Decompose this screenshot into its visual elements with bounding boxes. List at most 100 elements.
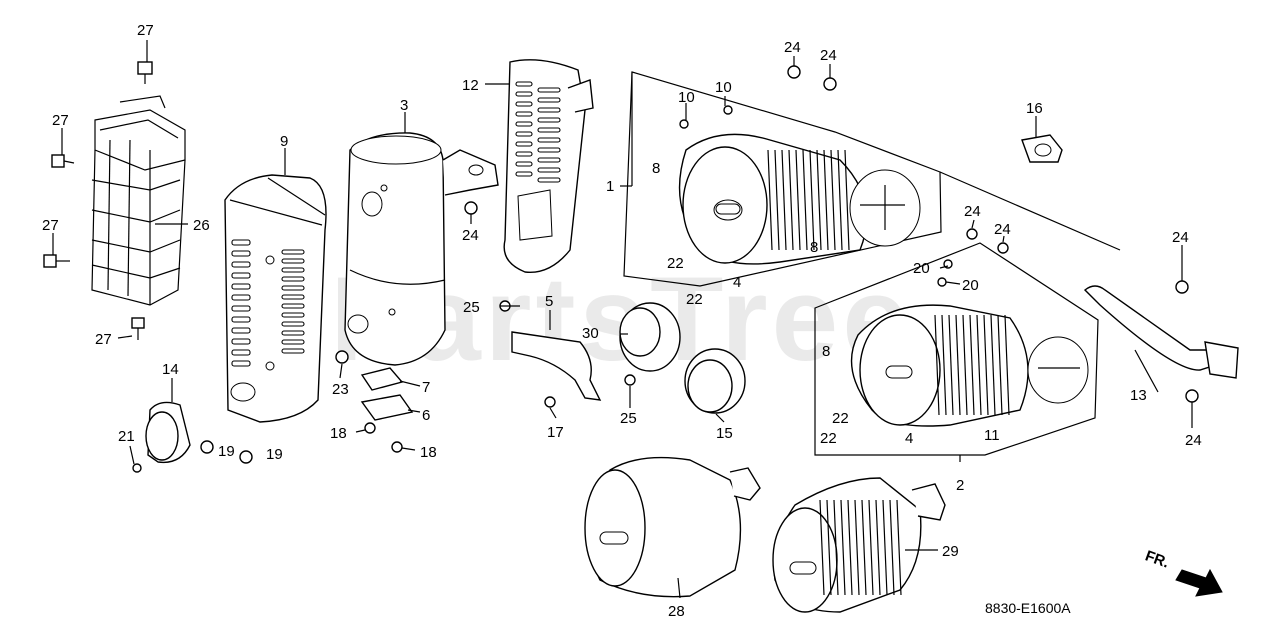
cooling-fin (969, 314, 975, 416)
vent-slot (537, 107, 561, 113)
bolt-27-left-lower (43, 254, 70, 268)
vent-slot (515, 111, 533, 117)
callout-11: 11 (984, 427, 1000, 444)
cap-30 (619, 302, 681, 372)
cooling-fin (854, 499, 860, 596)
cap-15 (684, 348, 746, 414)
nut-24-2a (966, 228, 978, 240)
callout-6: 6 (422, 407, 430, 424)
cooling-fin (875, 499, 881, 596)
vent-slot (231, 360, 251, 367)
nut-24-1b (823, 77, 837, 91)
cooling-fin (983, 314, 989, 416)
tail-pipe-13 (1083, 285, 1239, 379)
vent-slot (515, 141, 533, 147)
callout-9: 9 (280, 133, 288, 150)
vent-slot (537, 177, 561, 183)
cooling-fin (962, 314, 968, 416)
callout-25: 25 (463, 299, 480, 316)
screw-20-b (937, 277, 947, 287)
cooling-fin (955, 314, 961, 416)
band-5 (511, 331, 602, 401)
nut-24-pipe-a (1175, 280, 1189, 294)
vent-slot (231, 250, 251, 257)
end-cap-14 (145, 401, 191, 464)
vent-slot (537, 147, 561, 153)
vent-slot (231, 349, 251, 356)
callout-19: 19 (266, 446, 283, 463)
callout-12: 12 (462, 77, 479, 94)
vent-slot (231, 272, 251, 279)
callout-22: 22 (686, 291, 703, 308)
callout-26: 26 (193, 217, 210, 234)
cooling-fin (781, 149, 787, 251)
bolt-27-left-upper (51, 154, 75, 168)
callout-8: 8 (822, 343, 830, 360)
vent-slot (281, 258, 305, 264)
vent-slot (515, 131, 533, 137)
vent-slot (515, 101, 533, 107)
nut-23 (335, 350, 349, 364)
vent-slot (281, 294, 305, 300)
bolt-18-b (391, 441, 403, 453)
bolt-18-a (364, 422, 376, 434)
bolt-17 (544, 396, 556, 408)
cooling-fin (809, 149, 815, 251)
callout-3: 3 (400, 97, 408, 114)
vent-slot (281, 339, 305, 345)
callout-4: 4 (733, 274, 741, 291)
vent-slot (231, 294, 251, 301)
vent-slot (515, 161, 533, 167)
cooling-fin (868, 499, 874, 596)
vent-slot (231, 338, 251, 345)
vent-slot (537, 167, 561, 173)
vent-slot (231, 327, 251, 334)
cooling-fin (861, 499, 867, 596)
callout-7: 7 (422, 379, 430, 396)
vent-slot (515, 121, 533, 127)
screw-25-bottom (624, 374, 636, 386)
vent-slot (281, 285, 305, 291)
callout-20: 20 (913, 260, 930, 277)
leader-lines (52, 40, 1193, 599)
callout-21: 21 (118, 428, 135, 445)
cooling-fin (774, 149, 780, 251)
cooling-fin (847, 499, 853, 596)
callout-27: 27 (42, 217, 59, 234)
callout-30: 30 (582, 325, 599, 342)
callout-8: 8 (652, 160, 660, 177)
callout-22: 22 (667, 255, 684, 272)
callout-18: 18 (330, 425, 347, 442)
callout-20: 20 (962, 277, 979, 294)
cooling-fin (990, 314, 996, 416)
vent-slot (537, 137, 561, 143)
vent-slot (231, 261, 251, 268)
cooling-fin (767, 149, 773, 251)
vent-slot (515, 91, 533, 97)
spark-arrester-muffler-assy-1 (620, 71, 1121, 287)
callout-24: 24 (1172, 229, 1189, 246)
callout-22: 22 (832, 410, 849, 427)
callout-24: 24 (784, 39, 801, 56)
vent-slot (515, 81, 533, 87)
cooling-fin (934, 314, 940, 416)
callout-29: 29 (942, 543, 959, 560)
vent-slot (231, 283, 251, 290)
cooling-fin (830, 149, 836, 251)
cooling-fin (802, 149, 808, 251)
callout-25: 25 (620, 410, 637, 427)
callouts: 27 27 27 27 26 9 3 24 12 1 8 10 10 24 24… (42, 22, 1202, 620)
cooling-fin (1004, 314, 1010, 416)
vent-slot (515, 151, 533, 157)
callout-10: 10 (678, 89, 695, 106)
callout-23: 23 (332, 381, 349, 398)
callout-27: 27 (52, 112, 69, 129)
front-direction-arrow: FR. (1143, 547, 1223, 597)
vent-slot (537, 87, 561, 93)
callout-13: 13 (1130, 387, 1147, 404)
callout-24: 24 (964, 203, 981, 220)
stud-19-b (239, 450, 253, 464)
cooling-fin (837, 149, 843, 251)
callout-2: 2 (956, 477, 964, 494)
bolt-27-bottom (131, 317, 145, 340)
